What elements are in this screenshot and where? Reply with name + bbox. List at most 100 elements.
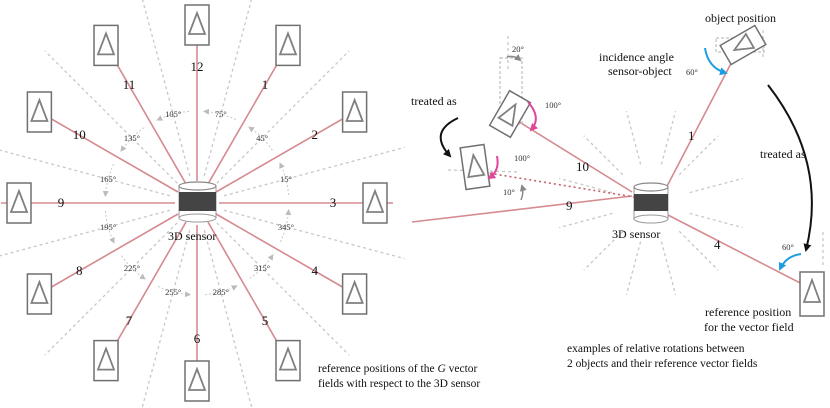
left-angle-label-75: 75°	[215, 109, 227, 119]
left-caption-line2: fields with respect to the 3D sensor	[318, 378, 480, 390]
left-sector-number-7: 7	[126, 313, 133, 328]
left-boundary-285	[203, 229, 253, 408]
left-angle-arc-225	[121, 255, 146, 280]
left-angle-label-105: 105°	[165, 109, 181, 119]
right-boundary-15	[689, 177, 743, 194]
right-boundary-75	[660, 111, 677, 165]
ray-label-9: 9	[566, 198, 573, 213]
reference-position-label-line1: reference position	[705, 305, 791, 319]
treated-as-arrow-right	[767, 84, 813, 252]
ray-label-10: 10	[576, 159, 589, 174]
left-angle-arc-105	[156, 110, 190, 121]
left-3d-sensor-icon	[178, 181, 217, 223]
left-angle-label-285: 285°	[213, 287, 229, 297]
left-sector-number-5: 5	[262, 313, 269, 328]
left-angle-label-225: 225°	[124, 263, 140, 273]
left-boundary-45	[216, 50, 350, 184]
left-boundary-105	[141, 0, 191, 177]
treated-as-left-label: treated as	[411, 94, 457, 108]
left-angle-arcs	[102, 108, 292, 298]
left-ray-5	[207, 221, 284, 353]
left-sector-number-10: 10	[73, 127, 86, 142]
rotation-100-arrow-lower	[487, 155, 499, 180]
right-3d-sensor-icon	[633, 182, 669, 224]
left-sector-number-9: 9	[58, 195, 65, 210]
incidence-angle-arrow-top	[704, 47, 728, 76]
treated-as-arrow-left	[439, 117, 459, 158]
left-angle-arc-45	[248, 126, 273, 151]
object-9-treated	[459, 143, 491, 191]
left-boundary-255	[141, 229, 191, 408]
left-object-1	[275, 24, 301, 67]
left-boundary-315	[216, 222, 350, 356]
right-caption-line1: examples of relative rotations between	[567, 343, 745, 355]
left-sector-number-12: 12	[191, 59, 204, 74]
left-sector-number-6: 6	[194, 331, 201, 346]
ray-label-1: 1	[688, 128, 695, 143]
incidence-angle-arrow-bottom	[778, 253, 802, 271]
object-10-ghost-box	[499, 57, 523, 125]
right-boundary-345	[689, 212, 743, 229]
left-object-6	[184, 360, 210, 402]
left-object-4	[341, 273, 368, 315]
left-object-12	[184, 4, 210, 46]
ray-label-4: 4	[714, 237, 721, 252]
object-1	[715, 24, 767, 66]
left-sector-number-3: 3	[330, 195, 337, 210]
left-angle-labels: 15°45°75°105°135°165°195°225°255°285°315…	[100, 109, 294, 297]
left-object-10	[26, 91, 53, 133]
left-dashed-boundary-lines	[0, 0, 405, 408]
left-angle-arc-15	[279, 162, 290, 196]
left-sector-number-8: 8	[76, 263, 83, 278]
incidence-angle-label-line1: incidence angle	[599, 50, 674, 64]
angle-60-top-label: 60°	[686, 67, 698, 77]
left-angle-label-15: 15°	[280, 174, 292, 184]
left-ray-10	[47, 116, 179, 193]
left-boundary-225	[44, 222, 178, 356]
angle-60-bottom-label: 60°	[782, 242, 794, 252]
left-sector-number-1: 1	[262, 77, 269, 92]
left-object-5	[275, 339, 301, 382]
left-sector-number-4: 4	[312, 263, 319, 278]
left-ray-1	[207, 53, 284, 185]
left-ray-11	[110, 53, 187, 185]
right-boundary-105	[625, 111, 642, 165]
angle-20-label: 20°	[512, 44, 524, 54]
right-caption-line2: 2 objects and their reference vector fie…	[567, 358, 758, 370]
left-caption-line1: reference positions of the G vector	[318, 363, 478, 375]
ray-9	[411, 195, 633, 223]
left-object-7	[93, 339, 119, 382]
left-ray-2	[215, 116, 347, 193]
rotation-10-arrow	[520, 184, 527, 201]
left-boundary-165	[0, 149, 171, 197]
left-angle-label-195: 195°	[100, 222, 116, 232]
left-sector-number-2: 2	[312, 127, 319, 142]
rotation-20-arrow	[506, 54, 522, 62]
left-object-3	[362, 182, 388, 224]
left-object-2	[341, 91, 368, 133]
left-angle-arc-135	[120, 127, 145, 152]
left-boundary-75	[203, 0, 253, 177]
left-angle-label-345: 345°	[278, 222, 294, 232]
left-ray-7	[110, 221, 187, 353]
right-boundary-165	[559, 177, 613, 194]
left-angle-label-165: 165°	[100, 174, 116, 184]
left-angle-arc-345	[279, 209, 292, 243]
left-object-8	[26, 273, 53, 315]
left-angle-arc-285	[204, 285, 238, 296]
left-angle-label-45: 45°	[256, 133, 268, 143]
right-boundary-45	[678, 135, 719, 176]
left-angle-label-135: 135°	[124, 133, 140, 143]
right-boundary-195	[559, 212, 613, 229]
left-sector-number-11: 11	[123, 77, 136, 92]
treated-as-right-label: treated as	[760, 147, 806, 161]
left-reference-objects	[6, 4, 388, 402]
rotation-100-arrow-upper	[527, 101, 539, 132]
left-angle-arc-255	[157, 285, 191, 298]
left-angle-arc-165	[102, 163, 115, 197]
ray-4	[665, 213, 809, 288]
right-sensor-label: 3D sensor	[612, 227, 660, 241]
